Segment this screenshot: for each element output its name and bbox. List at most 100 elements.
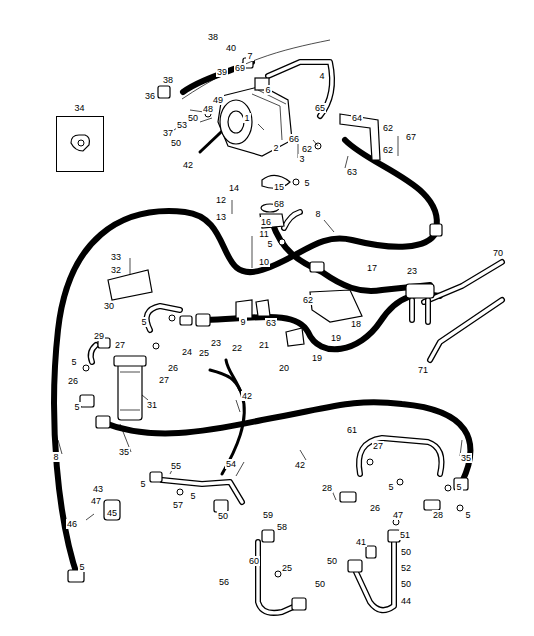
- callout-number: 5: [266, 239, 273, 249]
- callout-number: 42: [294, 460, 306, 470]
- callout-number: 40: [225, 43, 237, 53]
- callout-number: 23: [406, 266, 418, 276]
- callout-number: 13: [215, 212, 227, 222]
- callout-number: 59: [262, 510, 274, 520]
- callout-number: 12: [215, 195, 227, 205]
- callout-number: 20: [278, 363, 290, 373]
- callout-number: 43: [92, 484, 104, 494]
- callout-number: 5: [189, 491, 196, 501]
- callout-number: 66: [288, 134, 300, 144]
- callout-number: 5: [78, 562, 85, 572]
- callout-number: 26: [67, 376, 79, 386]
- callout-number: 68: [273, 199, 285, 209]
- callout-number: 63: [346, 167, 358, 177]
- callout-number: 5: [303, 178, 310, 188]
- callout-number: 16: [260, 217, 272, 227]
- callout-number: 21: [258, 340, 270, 350]
- leader-line: [58, 40, 462, 476]
- callout-number: 6: [264, 85, 271, 95]
- callout-number: 26: [167, 363, 179, 373]
- callout-number: 70: [492, 248, 504, 258]
- callout-number: 7: [246, 51, 253, 61]
- callout-number: 18: [350, 319, 362, 329]
- callout-number: 42: [182, 160, 194, 170]
- callout-number: 55: [170, 461, 182, 471]
- callout-number: 35: [118, 447, 130, 457]
- callout-number: 33: [110, 252, 122, 262]
- hose: [54, 62, 470, 578]
- receiver-drier: [114, 356, 146, 420]
- metal-tube: [91, 62, 502, 613]
- callout-number: 44: [400, 596, 412, 606]
- callout-number: 27: [158, 375, 170, 385]
- compressor: [218, 78, 292, 156]
- callout-number: 57: [172, 500, 184, 510]
- callout-number: 8: [52, 452, 59, 462]
- callout-number: 38: [207, 32, 219, 42]
- callout-number: 58: [276, 522, 288, 532]
- callout-number: 5: [387, 482, 394, 492]
- callout-number: 5: [455, 482, 462, 492]
- callout-number: 50: [170, 138, 182, 148]
- callout-number: 50: [217, 511, 229, 521]
- callout-number: 27: [114, 340, 126, 350]
- callout-number: 54: [225, 459, 237, 469]
- callout-number: 51: [399, 530, 411, 540]
- callout-number: 35: [460, 453, 472, 463]
- callout-number: 64: [351, 113, 363, 123]
- callout-number: 32: [110, 265, 122, 275]
- callout-number: 69: [234, 63, 246, 73]
- callout-number: 9: [239, 317, 246, 327]
- fitting: [68, 58, 468, 610]
- callout-number: 19: [311, 353, 323, 363]
- callout-number: 41: [355, 537, 367, 547]
- callout-number: 63: [265, 318, 277, 328]
- callout-number: 61: [346, 425, 358, 435]
- callout-number: 10: [258, 257, 270, 267]
- callout-number: 5: [464, 510, 471, 520]
- callout-number: 47: [392, 510, 404, 520]
- callout-number: 38: [162, 75, 174, 85]
- callout-number: 22: [231, 343, 243, 353]
- callout-number: 50: [400, 547, 412, 557]
- callout-number: 62: [382, 123, 394, 133]
- bracket: [108, 114, 380, 346]
- callout-number: 28: [321, 483, 333, 493]
- callout-number: 27: [372, 441, 384, 451]
- callout-number: 45: [106, 508, 118, 518]
- callout-number: 29: [93, 331, 105, 341]
- callout-number: 31: [146, 400, 158, 410]
- callout-number: 25: [281, 563, 293, 573]
- o-ring: [83, 111, 463, 577]
- bolt: [86, 126, 398, 520]
- callout-number: 36: [144, 91, 156, 101]
- callout-number: 11: [258, 229, 269, 239]
- callout-number: 34: [73, 103, 85, 113]
- callout-number: 52: [400, 563, 412, 573]
- callout-number: 39: [216, 67, 228, 77]
- callout-number: 65: [314, 103, 326, 113]
- callout-number: 1: [243, 113, 250, 123]
- callout-number: 60: [248, 556, 260, 566]
- callout-number: 8: [314, 209, 321, 219]
- callout-number: 50: [314, 579, 326, 589]
- callout-number: 23: [210, 338, 222, 348]
- callout-number: 3: [298, 154, 305, 164]
- inset-box: 34: [56, 116, 104, 172]
- callout-number: 5: [139, 479, 146, 489]
- callout-number: 14: [228, 183, 240, 193]
- callout-number: 5: [140, 317, 147, 327]
- clip-icon: [57, 117, 102, 170]
- callout-number: 2: [272, 143, 279, 153]
- callout-number: 62: [302, 295, 314, 305]
- callout-number: 37: [162, 128, 174, 138]
- callout-number: 24: [181, 347, 193, 357]
- callout-number: 4: [318, 71, 325, 81]
- callout-number: 50: [187, 113, 199, 123]
- callout-number: 67: [405, 132, 417, 142]
- callout-number: 25: [198, 348, 210, 358]
- callout-number: 46: [66, 519, 78, 529]
- callout-number: 30: [103, 301, 115, 311]
- callout-number: 71: [417, 365, 429, 375]
- callout-number: 15: [273, 182, 285, 192]
